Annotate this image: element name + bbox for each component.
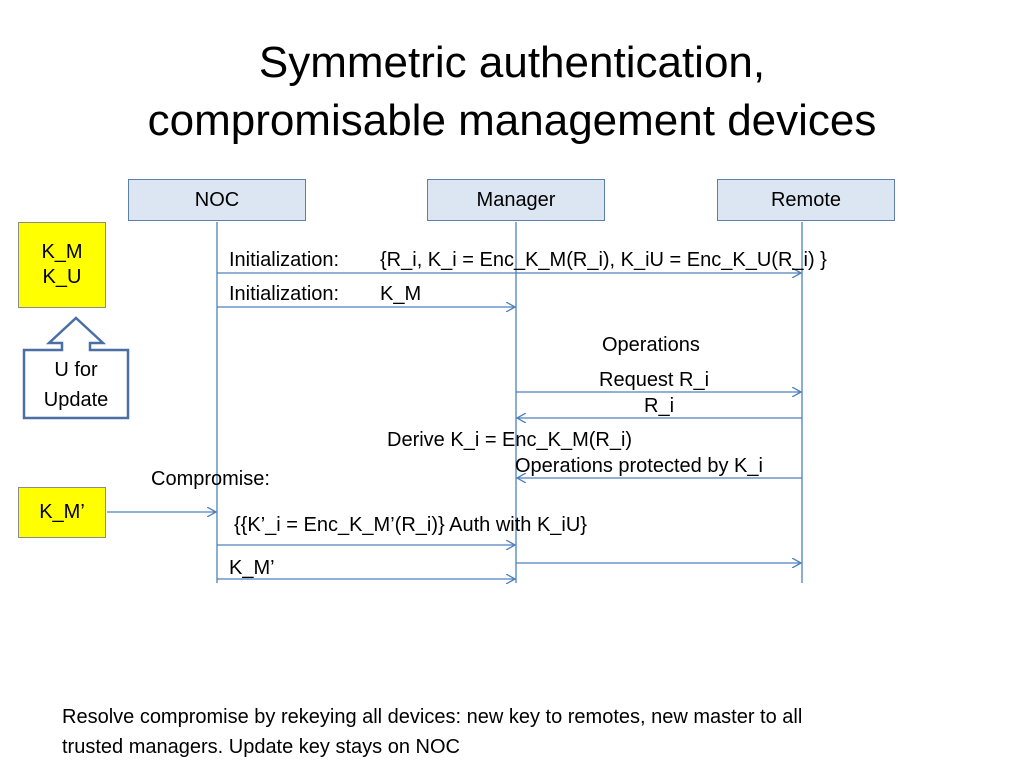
master-key-label: K_M	[41, 241, 83, 263]
actor-remote-label: Remote	[770, 188, 842, 211]
actor-remote: Remote	[717, 179, 895, 221]
footer-note: Resolve compromise by rekeying all devic…	[62, 702, 962, 762]
actor-manager: Manager	[427, 179, 605, 221]
init1-prefix: Initialization:	[229, 249, 340, 271]
init2-prefix: Initialization:	[229, 283, 340, 305]
init2-content: K_M	[380, 283, 422, 305]
request-label: Request R_i	[599, 369, 710, 391]
slide-title: Symmetric authentication, compromisable …	[0, 34, 1024, 150]
compromised-key-label: K_M’	[39, 501, 85, 523]
update-key-label: K_U	[42, 266, 82, 288]
new-master-label: K_M’	[229, 557, 275, 579]
update-arrow-label: U for Update	[24, 355, 128, 415]
compromised-key-box: K_M’	[18, 487, 106, 538]
actor-noc-label: NOC	[194, 188, 240, 211]
operations-label: Operations	[602, 334, 700, 356]
master-keys-box: K_M K_U	[18, 222, 106, 308]
title-line-2: compromisable management devices	[147, 96, 877, 145]
response-label: R_i	[644, 395, 675, 417]
actor-manager-label: Manager	[476, 188, 556, 211]
update-up-arrow	[22, 316, 130, 420]
derive-label: Derive K_i = Enc_K_M(R_i)	[387, 429, 633, 451]
title-line-1: Symmetric authentication,	[258, 38, 766, 87]
init1-content: {R_i, K_i = Enc_K_M(R_i), K_iU = Enc_K_U…	[380, 249, 827, 271]
footer-line-2: trusted managers. Update key stays on NO…	[62, 736, 460, 758]
update-arrow-line-2: Update	[43, 389, 109, 411]
compromise-label: Compromise:	[151, 468, 270, 490]
protected-operations-label: Operations protected by K_i	[515, 455, 763, 477]
actor-noc: NOC	[128, 179, 306, 221]
update-arrow-line-1: U for	[54, 359, 98, 381]
rekey-auth-label: {{K’_i = Enc_K_M’(R_i)} Auth with K_iU}	[234, 514, 587, 536]
footer-line-1: Resolve compromise by rekeying all devic…	[62, 706, 803, 728]
